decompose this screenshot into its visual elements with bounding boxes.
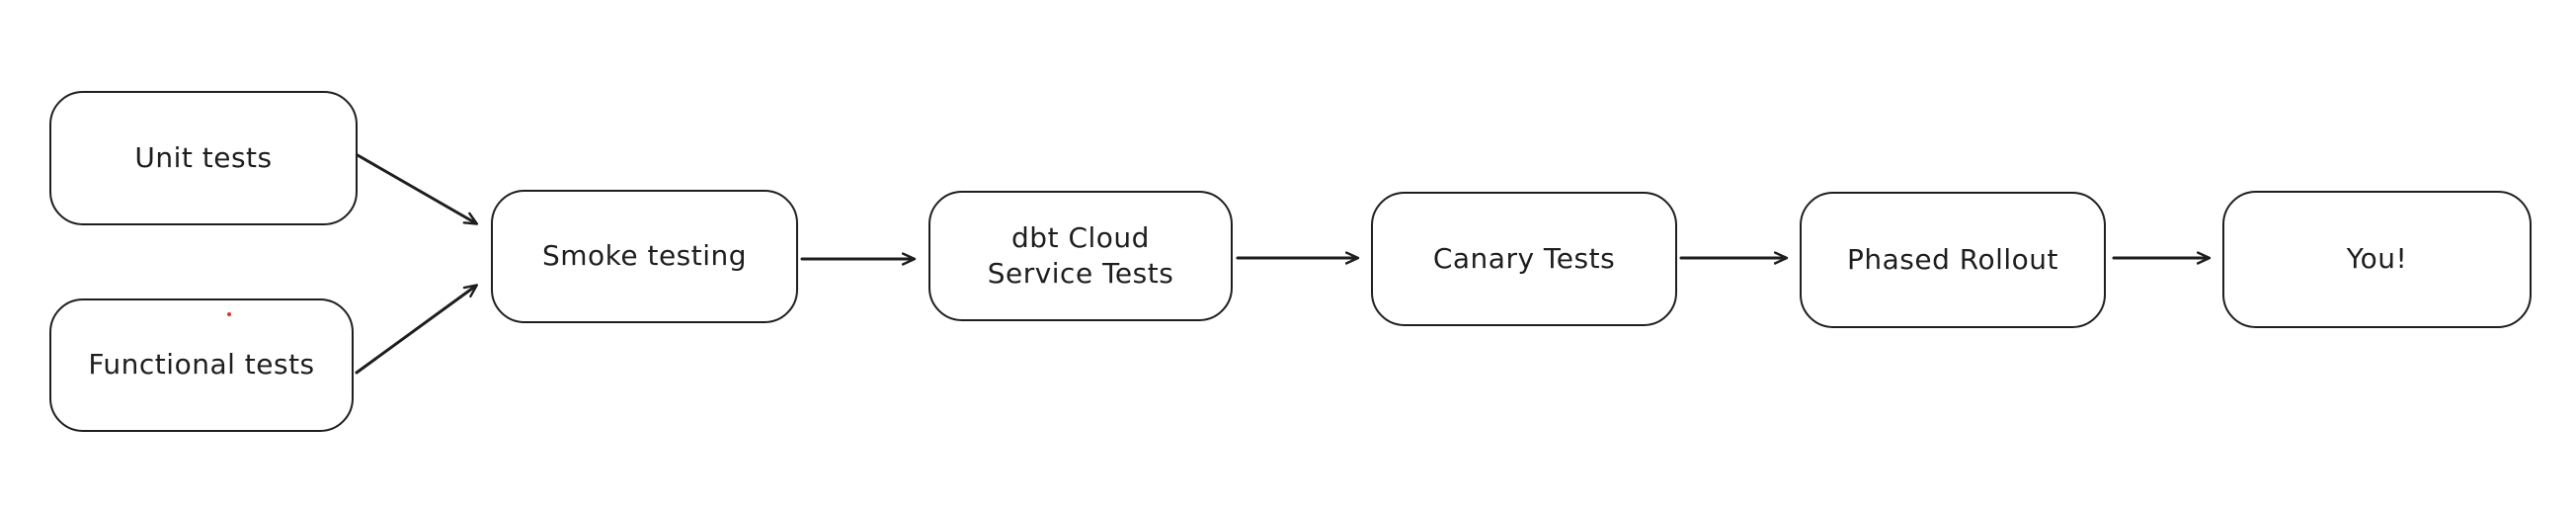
node-unit-tests: Unit tests xyxy=(49,91,358,225)
node-canary-tests-label: Canary Tests xyxy=(1432,241,1616,275)
arrow-functional-tests-to-smoke-testing xyxy=(355,286,476,375)
node-canary-tests: Canary Tests xyxy=(1371,192,1677,326)
stray-red-dot xyxy=(227,312,231,316)
node-unit-tests-label: Unit tests xyxy=(134,140,273,174)
node-you-label: You! xyxy=(2346,242,2408,276)
arrow-unit-tests-to-smoke-testing xyxy=(356,153,476,223)
node-smoke-testing: Smoke testing xyxy=(491,190,798,323)
node-phased-rollout: Phased Rollout xyxy=(1800,192,2106,328)
node-you: You! xyxy=(2222,191,2532,328)
node-dbt-cloud-service-tests-label: dbt Cloud Service Tests xyxy=(987,220,1174,290)
node-functional-tests: Functional tests xyxy=(49,298,354,432)
node-dbt-cloud-service-tests: dbt Cloud Service Tests xyxy=(928,191,1233,321)
node-phased-rollout-label: Phased Rollout xyxy=(1846,242,2059,276)
node-functional-tests-label: Functional tests xyxy=(88,348,315,382)
node-smoke-testing-label: Smoke testing xyxy=(541,239,748,273)
